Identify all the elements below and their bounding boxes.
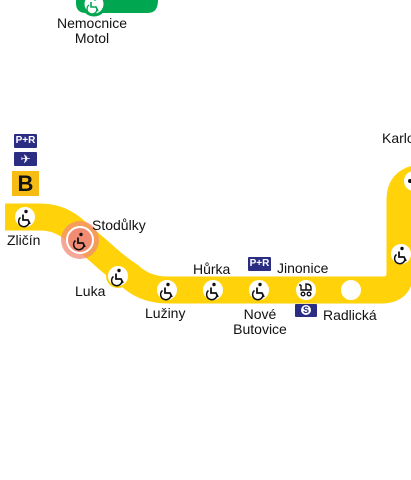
nove-butovice-label-line1: Nové: [243, 306, 277, 322]
smichovske-nadrazi-station[interactable]: [389, 242, 411, 266]
nemocnice-motol-station[interactable]: [81, 0, 107, 17]
hurka-label: Hůrka: [193, 261, 231, 277]
jinonice-label: Jinonice: [277, 260, 329, 276]
jinonice-station[interactable]: [294, 278, 318, 302]
karlin-station[interactable]: [402, 169, 411, 193]
park-and-ride-badge: P+R: [14, 134, 37, 148]
luka-station[interactable]: [106, 264, 130, 288]
hurka-station[interactable]: [201, 278, 225, 302]
nemocnice-motol-label: Nemocnice Motol: [51, 16, 133, 46]
wheelchair-icon: [393, 246, 407, 265]
wheelchair-icon: [251, 282, 265, 301]
train-badge: S: [295, 304, 317, 317]
park-and-ride-badge: P+R: [248, 257, 271, 271]
nove-butovice-label: Nové Butovice: [226, 307, 294, 337]
airplane-icon: ✈: [14, 152, 37, 166]
train-icon: S: [301, 305, 311, 315]
karlin-label: Karlo: [382, 130, 411, 146]
nemocnice-motol-label-line1: Nemocnice: [56, 15, 128, 31]
nove-butovice-station[interactable]: [247, 278, 271, 302]
line-b-badge: B: [12, 171, 39, 196]
wheelchair-icon: [72, 232, 86, 251]
luka-label: Luka: [75, 283, 106, 299]
luziny-label: Lužiny: [145, 305, 186, 321]
luziny-station[interactable]: [155, 278, 179, 302]
wheelchair-icon: [17, 209, 31, 228]
wheelchair-icon: [205, 282, 219, 301]
nemocnice-motol-label-line2: Motol: [74, 30, 110, 46]
wheelchair-icon: [86, 0, 99, 15]
stodulky-label: Stodůlky: [92, 217, 146, 233]
wheelchair-icon: [110, 268, 124, 287]
wheelchair-icon: [159, 282, 173, 301]
radlicka-label: Radlická: [323, 307, 377, 323]
stroller-icon: [299, 283, 312, 297]
radlicka-station[interactable]: [339, 278, 363, 302]
zlicin-label: Zličín: [7, 232, 41, 248]
zlicin-station[interactable]: [13, 205, 37, 229]
nove-butovice-label-line2: Butovice: [233, 321, 287, 337]
stodulky-station-current[interactable]: [61, 221, 99, 259]
